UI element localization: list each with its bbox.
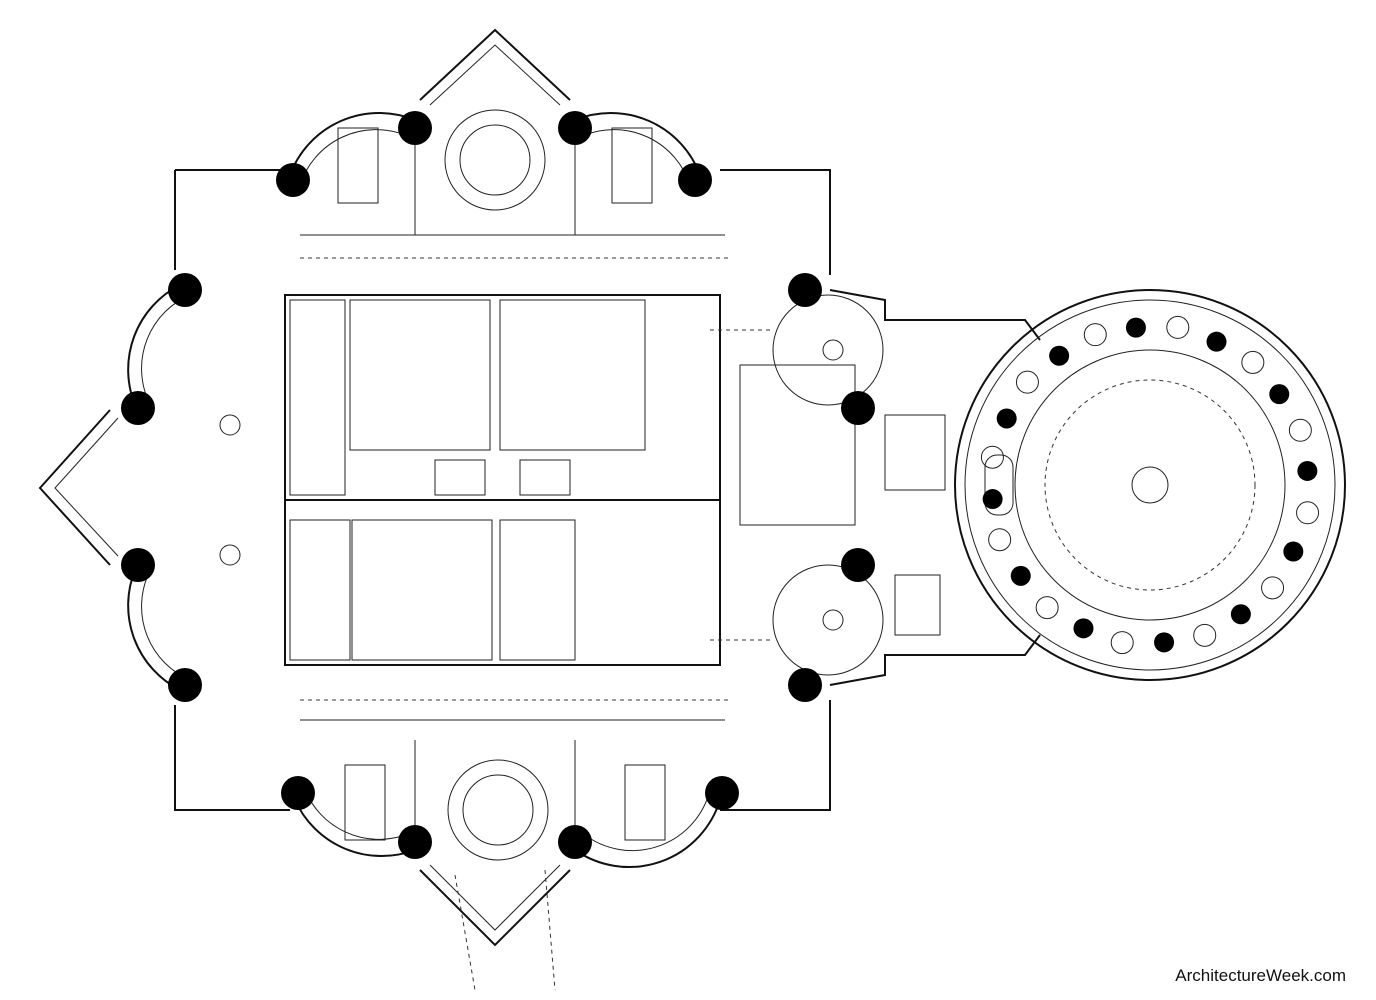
column	[1154, 632, 1175, 653]
outer-wall-top	[174, 169, 831, 275]
column	[121, 548, 155, 582]
round-table	[1015, 370, 1039, 394]
column	[996, 408, 1017, 429]
stair-3	[894, 574, 941, 636]
rotunda-oval-table	[984, 454, 1014, 516]
column	[1049, 345, 1070, 366]
lobe-inner-lines	[141, 129, 711, 852]
column	[788, 668, 822, 702]
stair-1	[434, 459, 486, 496]
column	[276, 163, 310, 197]
table-top-right	[611, 127, 653, 204]
rotunda-center-dashed	[1044, 379, 1256, 591]
round-table	[1193, 623, 1217, 647]
column	[678, 163, 712, 197]
lobe-top-right	[574, 112, 701, 176]
round-table	[1110, 631, 1134, 655]
vestibule-top-mark	[822, 339, 844, 361]
round-table-top	[444, 109, 546, 211]
round-table	[980, 445, 1004, 469]
lobe-bottom-left	[294, 799, 416, 858]
vestibule-bottom	[772, 564, 884, 676]
round-table	[1166, 315, 1190, 339]
round-table	[988, 528, 1012, 552]
outer-walls	[38, 28, 1346, 991]
table-bottom-right	[624, 764, 666, 841]
column	[1269, 384, 1290, 405]
workstation-cluster	[884, 414, 946, 491]
round-table	[1288, 418, 1312, 442]
bottom-point-inner	[429, 864, 561, 931]
rotunda-outer	[954, 289, 1346, 681]
column	[788, 273, 822, 307]
room-lower-center	[351, 519, 493, 661]
left-point-wall	[38, 409, 111, 566]
top-point-inner	[429, 44, 561, 106]
rotunda-tables	[980, 315, 1320, 655]
top-point-wall	[419, 28, 571, 101]
round-table-top-inner	[459, 124, 531, 196]
column	[398, 825, 432, 859]
round-table-bottom	[447, 759, 549, 861]
lobe-top-left	[289, 112, 416, 176]
round-table	[1241, 350, 1265, 374]
column	[1010, 565, 1031, 586]
room-lower-left	[289, 519, 351, 661]
lobby-table-1	[219, 414, 241, 436]
vestibule-top	[772, 294, 884, 406]
table-bottom-left	[344, 764, 386, 841]
column	[121, 391, 155, 425]
round-table	[1296, 501, 1320, 525]
round-table-bottom-inner	[462, 774, 534, 846]
rotunda-ring	[1014, 349, 1286, 621]
column	[1230, 604, 1251, 625]
service-room	[499, 299, 646, 451]
round-table	[1261, 576, 1285, 600]
column	[281, 776, 315, 810]
bottom-point-wall	[419, 869, 571, 947]
column	[705, 776, 739, 810]
column	[982, 489, 1003, 510]
watermark: ArchitectureWeek.com	[1175, 966, 1346, 985]
table-top-left	[337, 127, 379, 204]
lobe-left-top	[127, 284, 181, 406]
connector-wall	[829, 289, 1041, 686]
column	[1125, 317, 1146, 338]
round-table	[1035, 596, 1059, 620]
approach-lines	[454, 869, 556, 991]
column	[1073, 618, 1094, 639]
round-table	[1083, 323, 1107, 347]
column	[1283, 541, 1304, 562]
column	[168, 668, 202, 702]
rotunda-outer-inner	[964, 299, 1336, 671]
left-point-inner	[54, 417, 119, 557]
column	[841, 548, 875, 582]
corridors	[300, 257, 770, 701]
outer-wall-bottom	[174, 700, 831, 811]
column	[398, 111, 432, 145]
lobe-bottom-right	[574, 799, 721, 868]
column	[558, 111, 592, 145]
reception-room	[739, 364, 856, 526]
vestibule-bottom-mark	[822, 609, 844, 631]
lobby-table-2	[219, 544, 241, 566]
elevator-bank-left	[289, 299, 346, 496]
conference-dividers	[300, 140, 725, 840]
stair-2	[519, 459, 571, 496]
column	[1297, 460, 1318, 481]
column	[841, 391, 875, 425]
elevator-lobby	[349, 299, 491, 451]
column	[168, 273, 202, 307]
column	[1206, 331, 1227, 352]
lobe-left-bottom	[127, 569, 181, 691]
columns	[121, 111, 1318, 859]
column	[558, 825, 592, 859]
building-core	[284, 294, 721, 666]
rotunda-center	[1131, 466, 1169, 504]
restrooms	[499, 519, 576, 661]
